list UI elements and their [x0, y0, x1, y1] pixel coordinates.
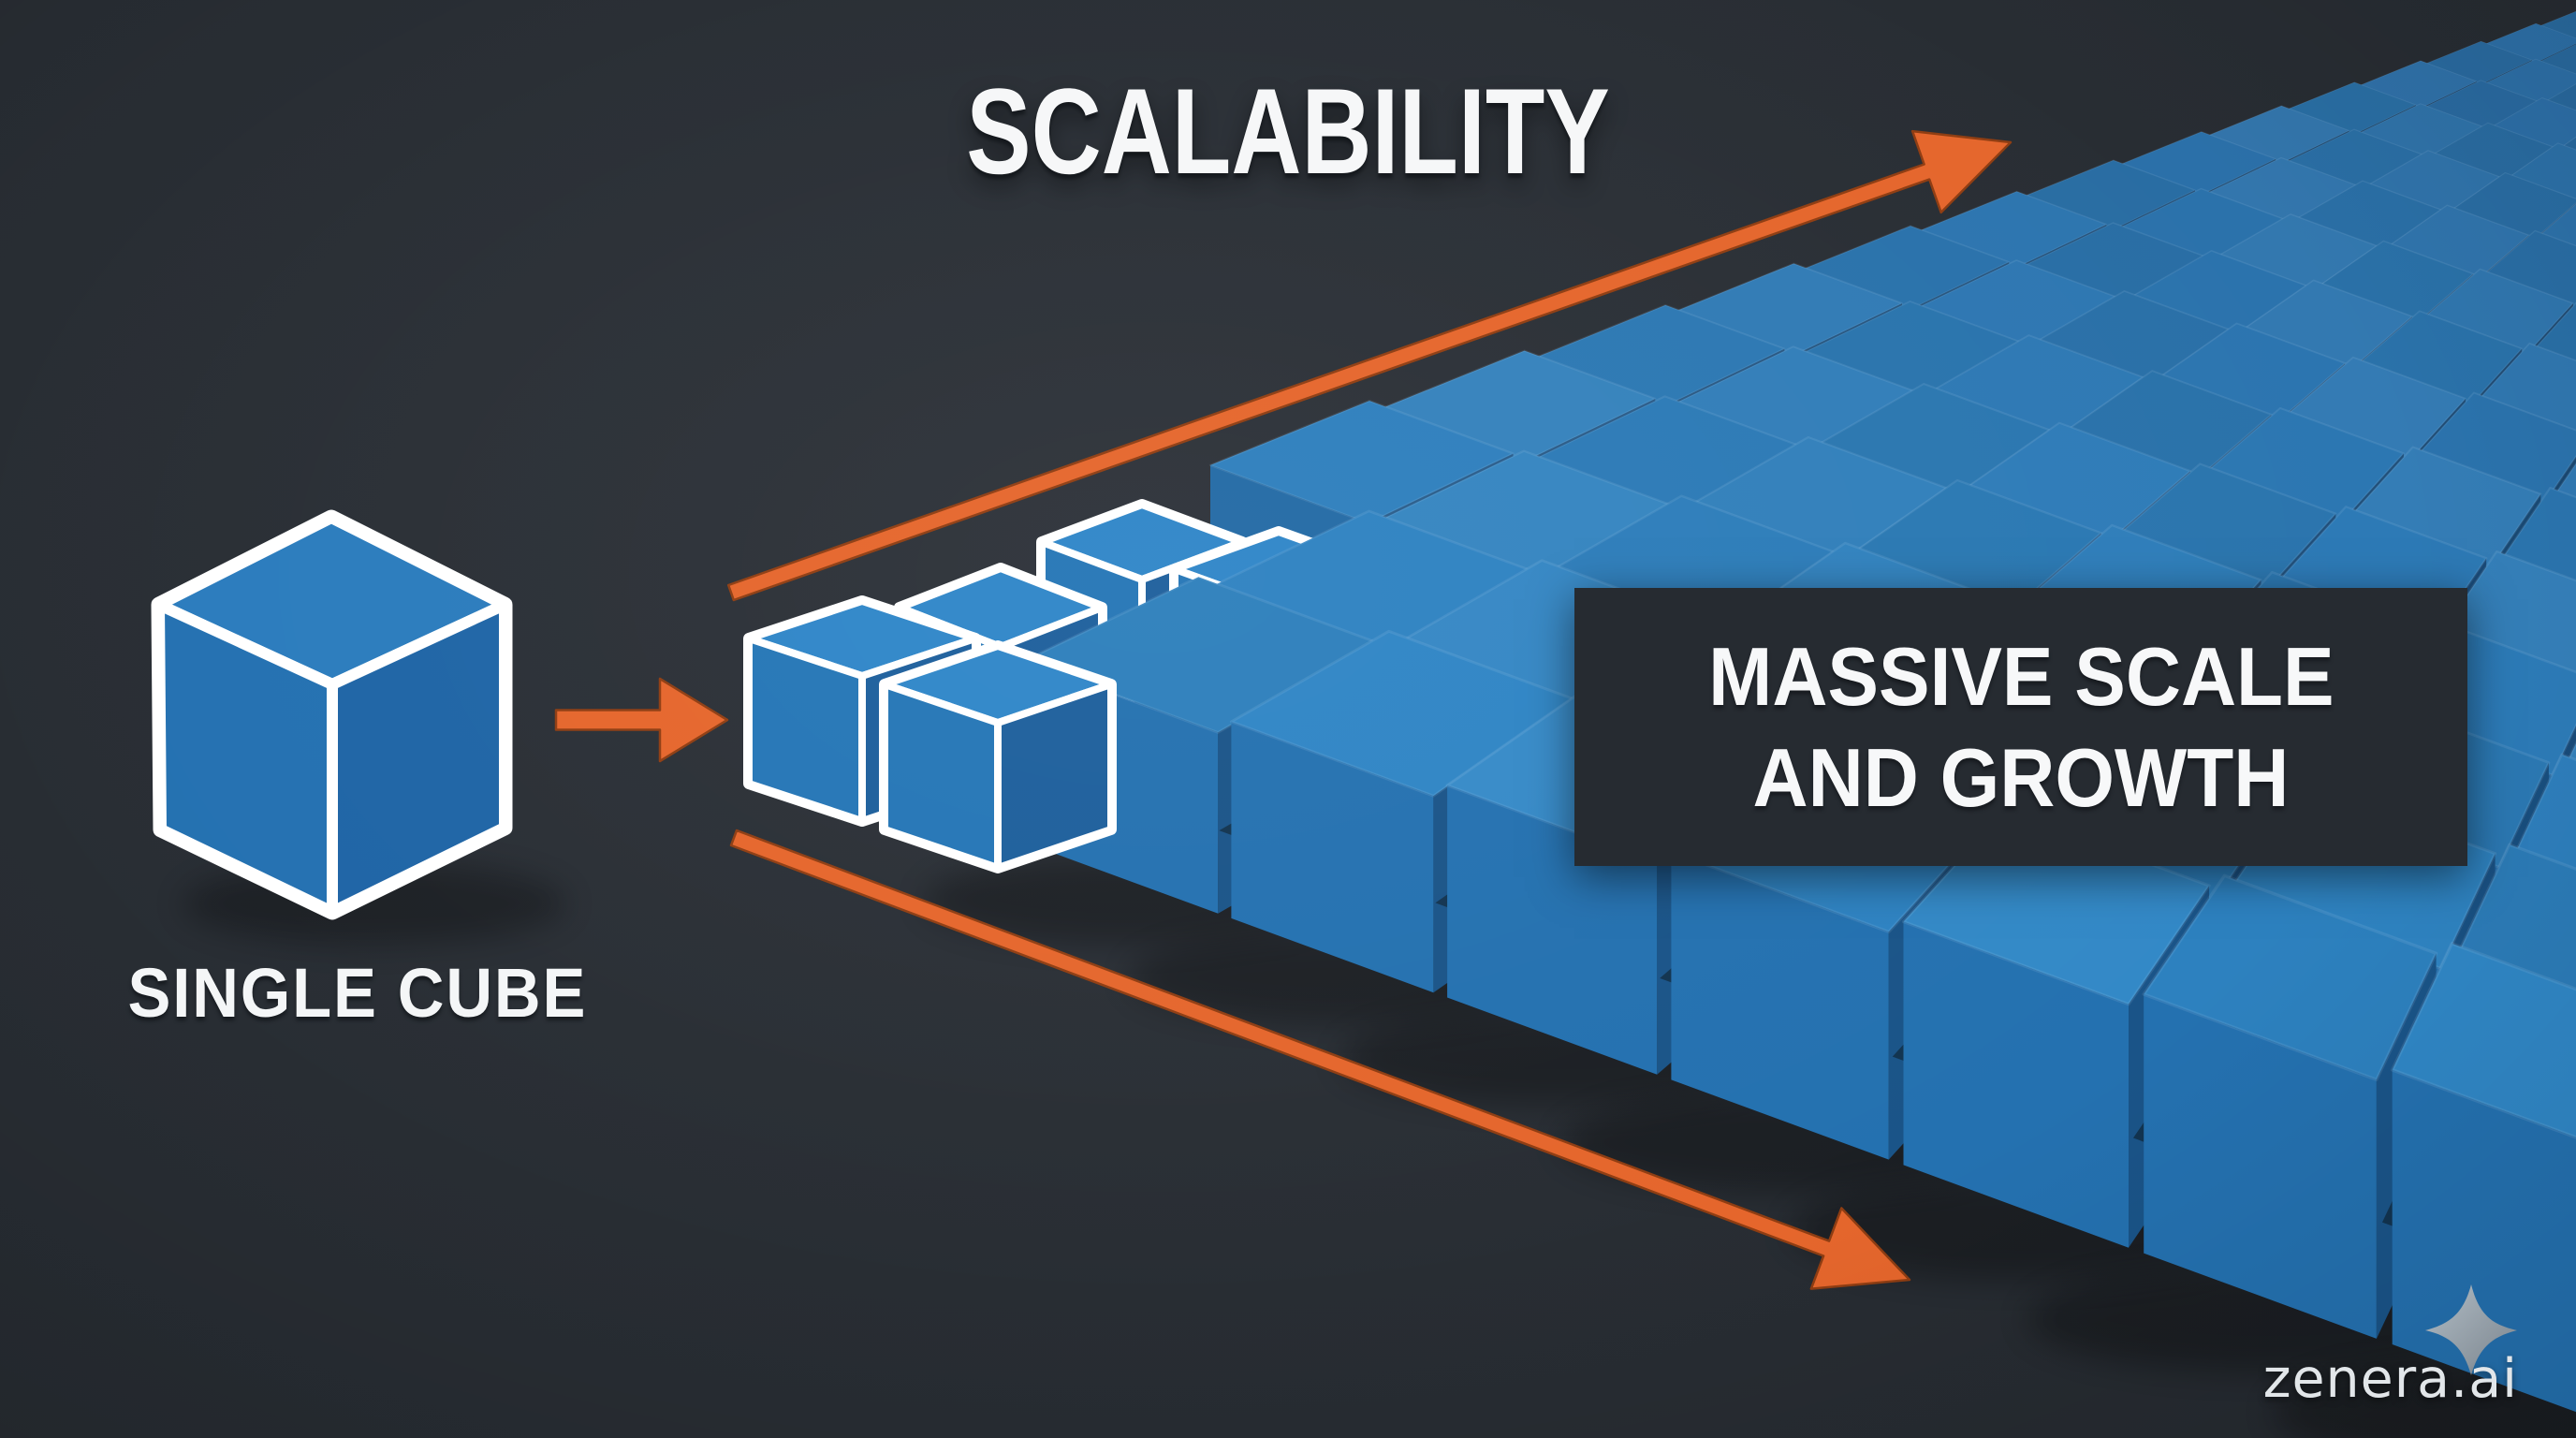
- cube-cluster-front: [743, 595, 1117, 873]
- single-cube-icon: [151, 509, 513, 920]
- field-shadows: [183, 856, 2576, 1438]
- sparkle-icon: [2425, 1284, 2517, 1375]
- single-cube-label: SINGLE CUBE: [127, 954, 588, 1032]
- growth-arrow-bottom-icon: [729, 829, 1911, 1290]
- transform-arrow-icon: [554, 677, 729, 763]
- watermark-text: zenera.ai: [2262, 1348, 2518, 1410]
- growth-arrow-top-icon: [726, 129, 2012, 602]
- page-title: SCALABILITY: [886, 67, 1690, 196]
- panel-line-1: MASSIVE SCALE: [1707, 630, 2334, 724]
- page-title-text: SCALABILITY: [966, 63, 1610, 199]
- massive-scale-panel: MASSIVE SCALE AND GROWTH: [1574, 588, 2467, 866]
- panel-line-2: AND GROWTH: [1752, 730, 2290, 824]
